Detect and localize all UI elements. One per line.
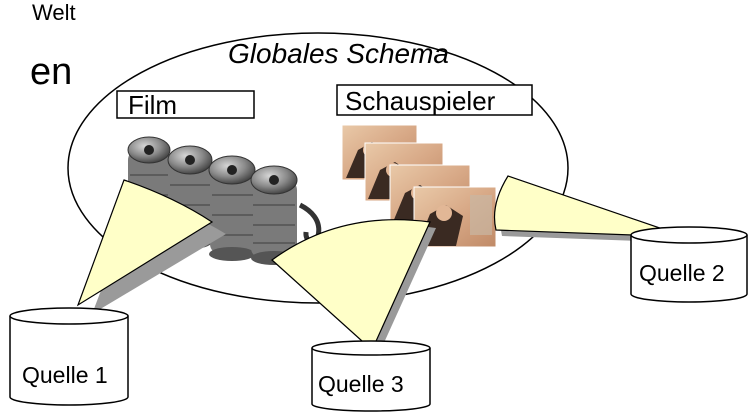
- entity-schauspieler-label: Schauspieler: [345, 86, 496, 116]
- database-quelle-1-label: Quelle 1: [22, 362, 108, 388]
- entity-film-label: Film: [128, 90, 177, 120]
- database-cylinder-icon: [630, 226, 748, 303]
- database-cylinder-icon: [9, 307, 129, 406]
- database-quelle-3-label: Quelle 3: [318, 371, 404, 397]
- database-quelle-3: Quelle 3: [311, 340, 431, 412]
- cone-quelle-2: [493, 175, 692, 243]
- global-schema-title: Globales Schema: [228, 38, 449, 69]
- slide-fragment-top: Welt: [32, 0, 76, 25]
- entity-schauspieler-box: [336, 84, 533, 116]
- entity-schauspieler: Schauspieler: [336, 84, 533, 116]
- cone-quelle-3: [271, 219, 436, 356]
- entity-film: Film: [116, 90, 255, 120]
- entity-film-box: [116, 90, 255, 119]
- database-quelle-2: Quelle 2: [630, 226, 748, 303]
- database-cylinder-icon: [311, 340, 431, 412]
- actor-photos-icon: [341, 124, 497, 248]
- database-quelle-2-label: Quelle 2: [639, 260, 725, 286]
- cone-quelle-1: [76, 179, 226, 314]
- database-quelle-1: Quelle 1: [9, 307, 129, 406]
- slide-fragment-left: en: [30, 51, 72, 93]
